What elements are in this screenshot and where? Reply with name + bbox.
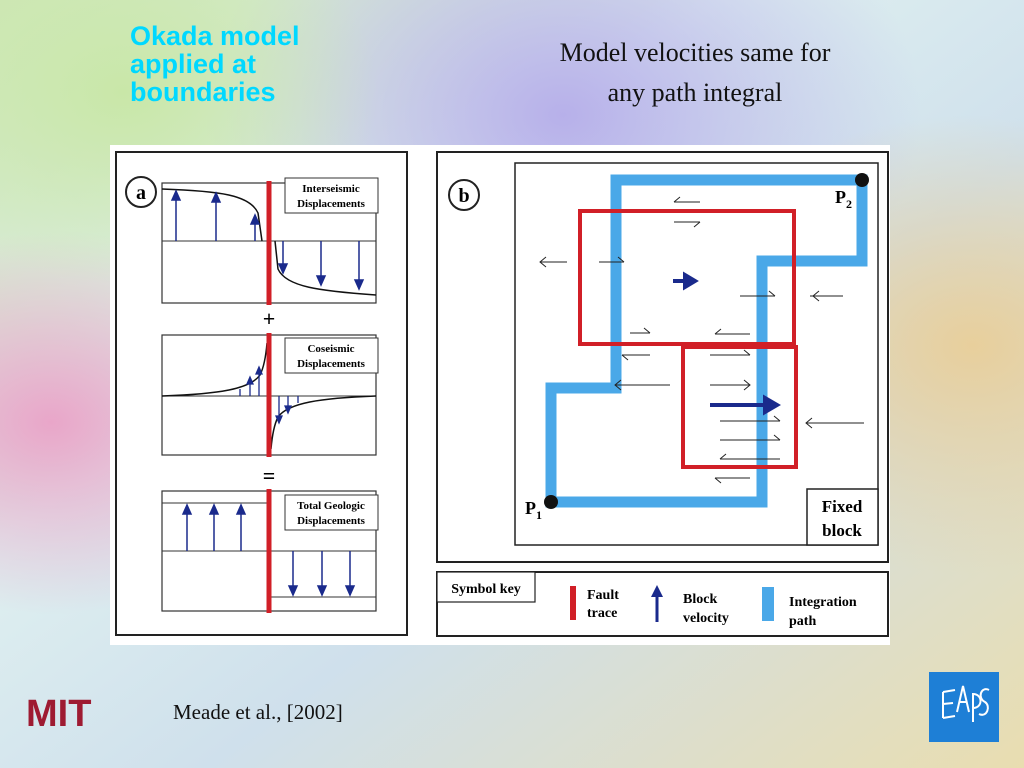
- slide-subtitle: Model velocities same for any path integ…: [559, 38, 831, 107]
- coseismic-caption-box: [284, 337, 379, 374]
- panel-b-frame: [436, 151, 889, 563]
- interseismic-caption-box: [284, 177, 379, 214]
- fault-trace-swatch: [570, 586, 576, 620]
- block-velocity-label-line2: velocity: [683, 611, 729, 626]
- interseismic-arrows: [170, 189, 365, 291]
- panel-b-label: b: [458, 185, 469, 207]
- coseismic-plot: Coseismic Displacements: [161, 333, 379, 457]
- interseismic-curve: [161, 188, 377, 296]
- p1-label: P1: [525, 498, 542, 522]
- mit-logo: MIT: [26, 693, 91, 733]
- mit-logo-text: MIT: [26, 693, 91, 733]
- symbol-key: Symbol key Fault trace Block velocity In…: [436, 571, 889, 637]
- total-caption-line2: Displacements: [297, 515, 366, 527]
- fixed-block-line1: Fixed: [822, 497, 863, 516]
- eaps-logo: [929, 672, 999, 742]
- plus-sign: +: [263, 306, 276, 331]
- coseismic-caption-line2: Displacements: [297, 358, 366, 370]
- coseismic-caption-line1: Coseismic: [307, 343, 354, 355]
- symbol-key-frame: [436, 571, 889, 637]
- panel-b-label-circle: [448, 179, 480, 211]
- fault-block-upper: [578, 209, 796, 346]
- coseismic-arrows: [239, 365, 299, 425]
- fault-trace-label-line1: Fault: [587, 588, 619, 603]
- panel-a-label: a: [136, 182, 146, 204]
- fault-trace-label-line2: trace: [587, 606, 617, 621]
- interseismic-caption-line1: Interseismic: [302, 183, 360, 195]
- okada-figure: a Interseismic Displacements +: [110, 145, 890, 645]
- p2-label: P2: [835, 187, 852, 211]
- panel-a-label-circle: [125, 176, 157, 208]
- total-caption-line1: Total Geologic: [297, 500, 365, 512]
- block-velocity-label-line1: Block: [683, 592, 717, 607]
- integration-path-label-line2: path: [789, 614, 816, 629]
- panel-a: a Interseismic Displacements +: [115, 151, 408, 636]
- block-velocity-arrows: [673, 271, 781, 416]
- point-p2: [855, 173, 869, 187]
- slide-title: Okada model applied at boundaries: [130, 21, 300, 107]
- integration-path-label-line1: Integration: [789, 595, 857, 610]
- fixed-block-box: [806, 488, 879, 546]
- block-map-frame: [514, 162, 879, 546]
- interseismic-plot: Interseismic Displacements: [161, 177, 379, 305]
- slip-markers: [539, 196, 864, 484]
- panel-b: b: [436, 151, 889, 563]
- interseismic-caption-line2: Displacements: [297, 198, 366, 210]
- integration-path-swatch: [762, 587, 774, 621]
- total-plot: Total Geologic Displacements: [161, 489, 379, 613]
- citation: Meade et al., [2002]: [173, 700, 343, 724]
- panel-a-frame: [115, 151, 408, 636]
- fixed-block-line2: block: [822, 521, 862, 540]
- block-velocity-swatch: [651, 585, 663, 622]
- symbol-key-title: Symbol key: [451, 582, 521, 597]
- point-p1: [544, 495, 558, 509]
- eaps-logo-mark: [942, 685, 990, 722]
- symbol-key-title-box: [436, 571, 536, 603]
- total-caption-box: [284, 494, 379, 531]
- fault-block-lower: [681, 345, 798, 469]
- total-arrows: [181, 503, 356, 597]
- equals-sign: =: [263, 463, 276, 488]
